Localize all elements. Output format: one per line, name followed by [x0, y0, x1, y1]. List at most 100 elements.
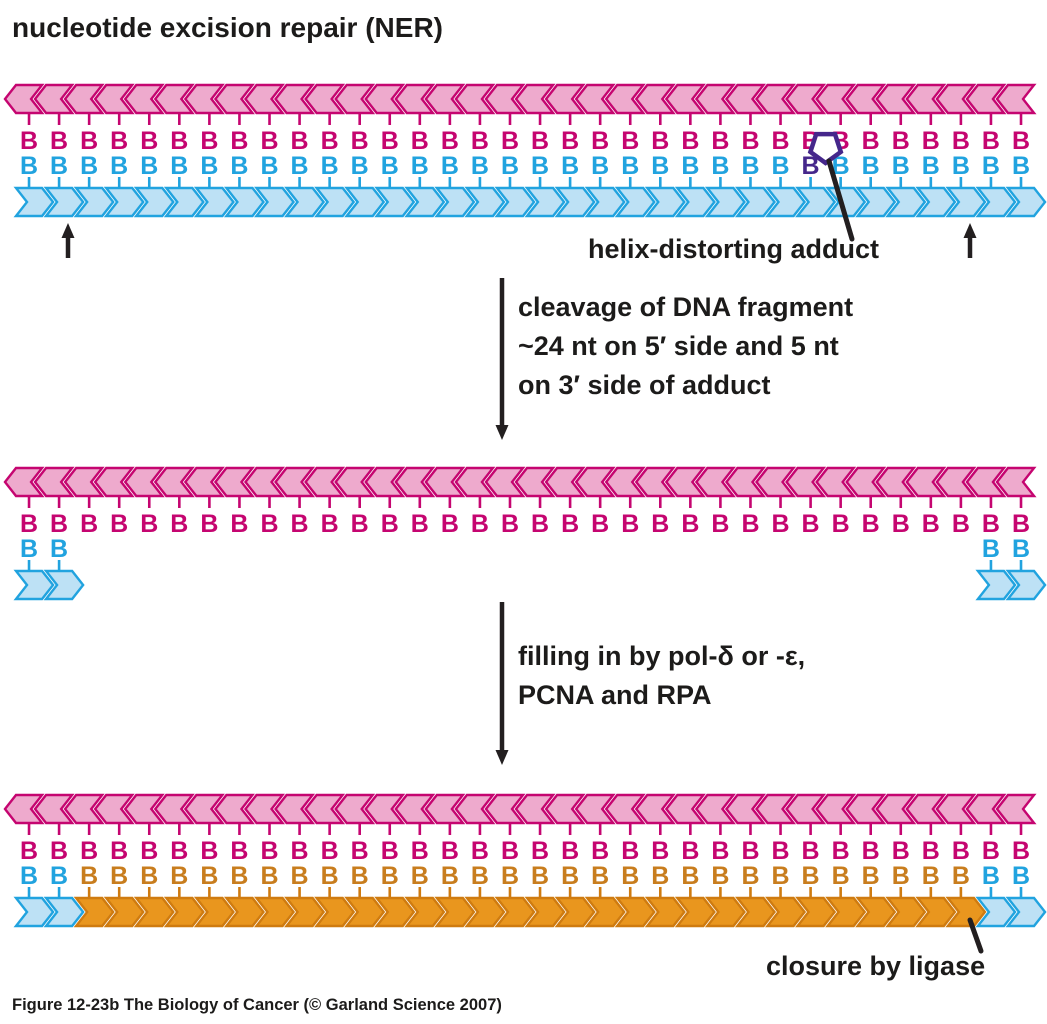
base-letter: B	[862, 127, 880, 155]
base-letter: B	[140, 510, 158, 538]
base-letter: B	[952, 837, 970, 865]
dna-chevron-segment	[965, 83, 1007, 115]
base-letter: B	[441, 127, 459, 155]
base-letter: B	[892, 862, 910, 890]
base-letter: B	[531, 837, 549, 865]
base-letter: B	[471, 510, 489, 538]
dna-chevron-segment	[965, 466, 1007, 498]
dna-chevron-segment	[935, 466, 977, 498]
base-letter: B	[952, 510, 970, 538]
base-letter: B	[260, 862, 278, 890]
base-letter: B	[170, 510, 188, 538]
dna-chevron-segment	[274, 466, 316, 498]
base-letter: B	[741, 837, 759, 865]
dna-chevron-segment	[394, 793, 436, 825]
base-letter: B	[561, 510, 579, 538]
base-letter: B	[260, 510, 278, 538]
dna-chevron-segment	[785, 466, 827, 498]
base-letter: B	[862, 837, 880, 865]
base-letter: B	[20, 862, 38, 890]
base-letter: B	[170, 837, 188, 865]
base-letter: B	[681, 510, 699, 538]
dna-chevron-segment	[845, 793, 887, 825]
dna-chevron-segment	[634, 466, 676, 498]
base-letter: B	[802, 862, 820, 890]
dna-chevron-segment	[544, 793, 586, 825]
dna-chevron-segment	[454, 83, 496, 115]
dna-chevron-segment	[815, 83, 857, 115]
dna-chevron-segment	[524, 186, 566, 218]
dna-chevron-segment	[825, 896, 867, 928]
base-letter: B	[50, 535, 68, 563]
base-letter: B	[200, 510, 218, 538]
dna-chevron-segment	[364, 466, 406, 498]
base-letter: B	[892, 152, 910, 180]
dna-chevron-segment	[424, 793, 466, 825]
incision-arrow-head	[963, 223, 977, 238]
base-letter: B	[50, 862, 68, 890]
base-letter: B	[802, 152, 820, 180]
dna-chevron-segment	[975, 569, 1017, 601]
base-letter: B	[20, 837, 38, 865]
dna-chevron-segment	[103, 186, 145, 218]
dna-chevron-segment	[153, 83, 195, 115]
base-letter: B	[260, 837, 278, 865]
dna-chevron-segment	[855, 186, 897, 218]
base-letter: B	[832, 152, 850, 180]
cleavage-arrow-head	[495, 425, 509, 440]
base-letter: B	[441, 837, 459, 865]
base-letter: B	[50, 152, 68, 180]
base-letter: B	[381, 837, 399, 865]
dna-chevron-segment	[815, 793, 857, 825]
dna-chevron-segment	[43, 569, 85, 601]
base-letter: B	[1012, 152, 1030, 180]
adduct-ring	[807, 131, 844, 166]
base-letter: B	[591, 837, 609, 865]
base-letter: B	[351, 127, 369, 155]
fill-in-step-label: filling in by pol-δ or -ε, PCNA and RPA	[518, 641, 806, 710]
dna-chevron-segment	[915, 186, 957, 218]
dna-chevron-segment	[674, 896, 716, 928]
dna-chevron-segment	[965, 793, 1007, 825]
base-letter: B	[531, 152, 549, 180]
base-letter: B	[802, 510, 820, 538]
dna-chevron-segment	[614, 186, 656, 218]
dna-chevron-segment	[634, 83, 676, 115]
dna-chevron-segment	[644, 896, 686, 928]
dna-chevron-segment	[334, 83, 376, 115]
base-letter: B	[711, 127, 729, 155]
base-letter: B	[80, 152, 98, 180]
base-letter: B	[351, 837, 369, 865]
base-letter: B	[441, 510, 459, 538]
dna-chevron-segment	[223, 186, 266, 218]
base-letter: B	[80, 127, 98, 155]
base-letter: B	[922, 837, 940, 865]
dna-chevron-segment	[13, 569, 55, 601]
dna-chevron-segment	[33, 466, 75, 498]
dna-chevron-segment	[153, 466, 195, 498]
base-letter: B	[922, 862, 940, 890]
dna-chevron-segment	[694, 466, 736, 498]
base-letter: B	[20, 510, 38, 538]
dna-chevron-segment	[845, 83, 887, 115]
base-letter: B	[291, 510, 309, 538]
base-letter: B	[771, 837, 789, 865]
base-letter: B	[321, 510, 339, 538]
base-letter: B	[411, 127, 429, 155]
base-letter: B	[651, 862, 669, 890]
base-letter: B	[982, 862, 1000, 890]
base-letter: B	[741, 862, 759, 890]
dna-chevron-segment	[364, 793, 406, 825]
dna-chevron-segment	[754, 466, 797, 498]
base-letter: B	[501, 862, 519, 890]
base-letter: B	[20, 152, 38, 180]
dna-chevron-segment	[183, 83, 225, 115]
dna-chevron-segment	[213, 83, 255, 115]
dna-chevron-segment	[674, 186, 716, 218]
dna-chevron-segment	[13, 186, 55, 218]
base-letter: B	[381, 127, 399, 155]
base-letter: B	[681, 837, 699, 865]
dna-chevron-segment	[133, 896, 175, 928]
